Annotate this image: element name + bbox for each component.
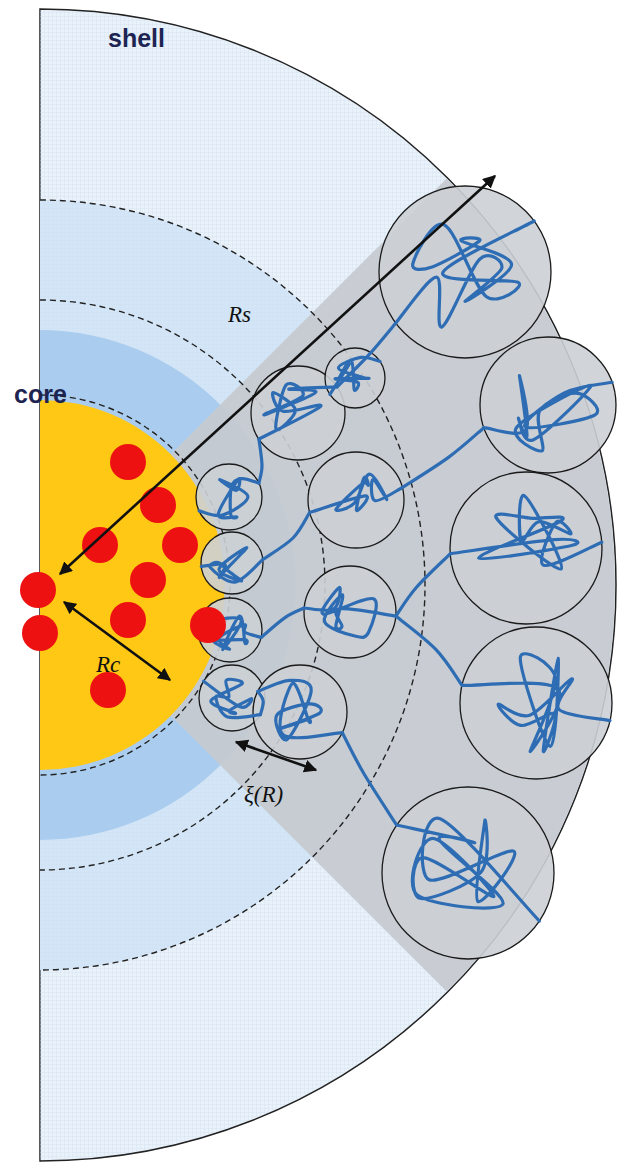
blob-circle	[196, 464, 262, 530]
core-particle	[82, 527, 118, 563]
core-particle	[190, 607, 226, 643]
core-particle	[162, 527, 198, 563]
dimension-label: Rc	[94, 652, 122, 678]
label-holder: ξ(R)	[0, 0, 43, 26]
core-particle	[110, 602, 146, 638]
polymer-chain	[259, 439, 262, 483]
polymer-chain	[201, 547, 263, 582]
polymer-chain	[310, 474, 403, 512]
polymer-chain	[261, 608, 304, 637]
polymer-chain	[259, 384, 337, 440]
shell-texture	[40, 10, 615, 1160]
blob-circle	[201, 532, 263, 594]
dimension-arrow	[60, 176, 495, 574]
polymer-chain	[258, 691, 263, 714]
dimension-arrow	[236, 742, 316, 770]
polymer-chain	[397, 818, 540, 921]
polymer-chain	[304, 587, 396, 637]
dimension-label: ξ(R)	[242, 782, 285, 808]
label-holder: Rc	[0, 0, 28, 26]
blob-circle	[480, 337, 616, 473]
polymer-chain	[342, 733, 396, 825]
brush-wedge	[171, 178, 615, 991]
dimension-label: Rs	[226, 302, 253, 328]
core-particle	[22, 615, 58, 651]
polymer-chain	[199, 479, 259, 518]
polymer-chain	[450, 495, 602, 569]
blob-circle	[379, 186, 551, 358]
polymer-chain	[402, 428, 484, 488]
blob-circle	[460, 627, 612, 779]
blob-circle	[325, 348, 385, 408]
blob-circle	[308, 452, 404, 548]
blob-circle	[382, 787, 554, 959]
polymer-chain	[337, 323, 396, 387]
shell-outline	[40, 9, 616, 1161]
dashed-circle	[40, 200, 425, 970]
core-particle	[90, 672, 126, 708]
core-particle	[110, 444, 146, 480]
polymer-chain	[258, 680, 342, 740]
polymer-chain	[396, 616, 462, 685]
region-label: core	[14, 380, 67, 409]
polymer-chain	[330, 357, 380, 394]
core-particle	[140, 487, 176, 523]
polymer-chain	[204, 679, 261, 717]
polymer-chain	[396, 221, 534, 327]
dimension-arrow	[64, 602, 170, 680]
polymer-chain	[396, 554, 450, 616]
label-holder: Rs	[0, 0, 27, 26]
core-particle	[20, 572, 56, 608]
blob-circle	[304, 566, 396, 658]
blob-circle	[253, 665, 347, 759]
polymer-chain	[462, 654, 610, 752]
blob-circle	[450, 472, 602, 624]
dashed-circle	[40, 395, 230, 775]
region-label: shell	[108, 24, 165, 53]
polymer-chain	[484, 376, 612, 451]
polymer-chain	[263, 513, 310, 560]
core-particle	[130, 562, 166, 598]
